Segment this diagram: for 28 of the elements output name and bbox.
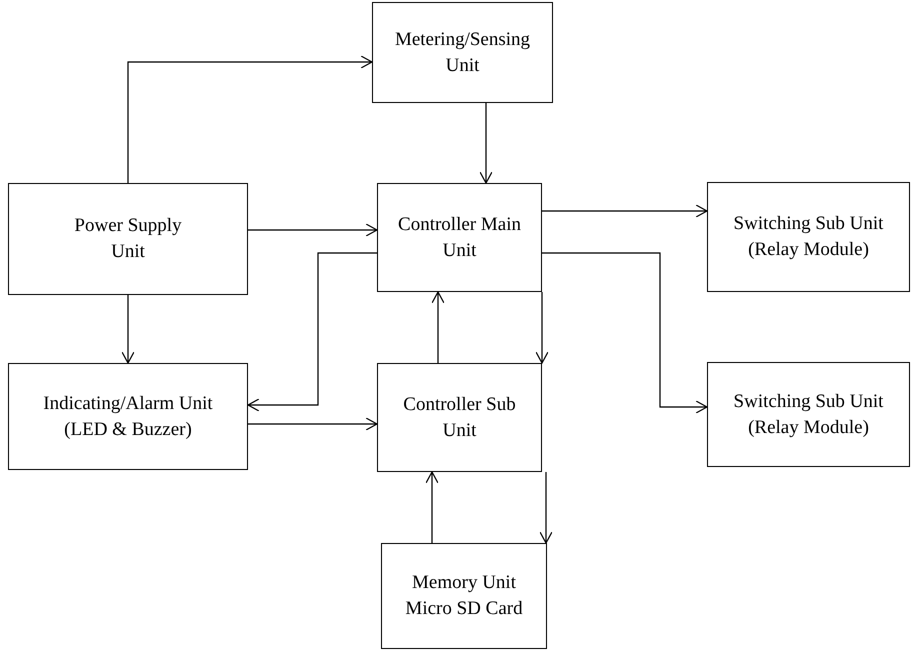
arrow bbox=[127, 55, 373, 183]
block-box bbox=[372, 2, 553, 103]
block-box bbox=[707, 362, 910, 467]
block-label: Metering/Sensing Unit bbox=[394, 28, 532, 78]
block-label: Switching Sub Unit (Relay Module) bbox=[732, 390, 884, 440]
block-box bbox=[707, 182, 910, 292]
arrow bbox=[121, 295, 135, 364]
block-box bbox=[381, 543, 547, 649]
block-box bbox=[377, 363, 542, 472]
block-label: Controller Sub Unit bbox=[402, 392, 517, 442]
arrow bbox=[535, 292, 549, 364]
arrow bbox=[479, 103, 493, 184]
arrow bbox=[248, 417, 378, 431]
block-box bbox=[8, 363, 248, 470]
block-label: Indicating/Alarm Unit (LED & Buzzer) bbox=[42, 392, 214, 442]
block-label: Controller Main Unit bbox=[397, 212, 522, 262]
arrow bbox=[248, 223, 378, 237]
block-label: Memory Unit Micro SD Card bbox=[404, 571, 524, 621]
arrow bbox=[542, 252, 708, 414]
block-label: Power Supply Unit bbox=[73, 214, 183, 264]
arrow bbox=[539, 472, 553, 544]
arrow bbox=[247, 252, 377, 412]
block-box bbox=[8, 183, 248, 295]
block-label: Switching Sub Unit (Relay Module) bbox=[732, 212, 884, 262]
block-box bbox=[377, 183, 542, 292]
arrow bbox=[542, 204, 708, 218]
arrow bbox=[431, 291, 445, 363]
arrow bbox=[425, 471, 439, 543]
